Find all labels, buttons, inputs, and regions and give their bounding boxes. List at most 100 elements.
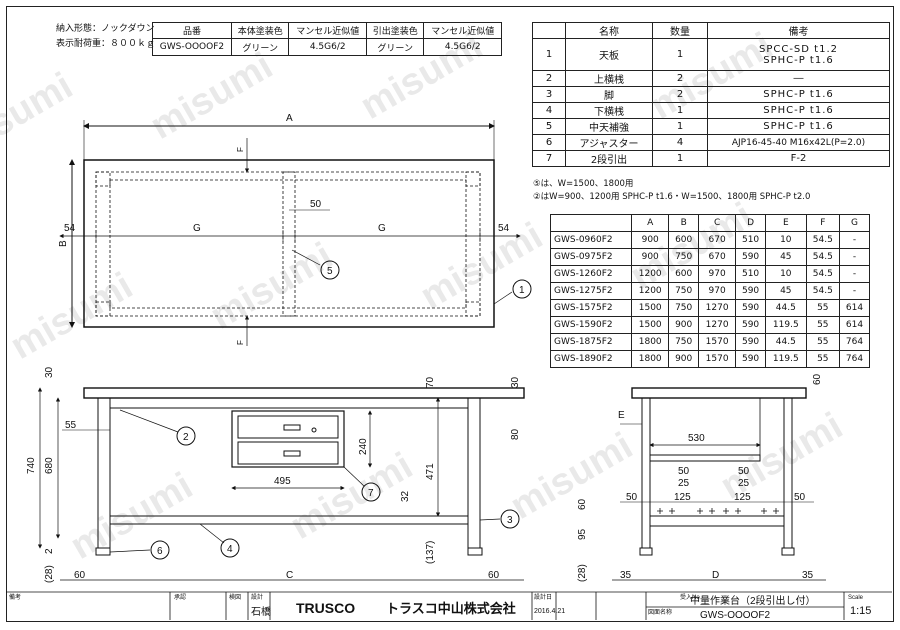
dim-471: 471 — [425, 463, 436, 480]
dim-35-left: 35 — [620, 570, 632, 581]
parts-notes: ⑤は、W=1500、1800用 ②はW=900、1200用 SPHC-P t1.… — [533, 178, 810, 204]
company-name: トラスコ中山株式会社 — [386, 601, 516, 616]
dim-G-right: G — [378, 223, 386, 234]
dim-25a: 25 — [678, 478, 690, 489]
dim-55: 55 — [65, 420, 77, 431]
dim-495: 495 — [274, 476, 291, 487]
dim-680: 680 — [44, 457, 55, 474]
product-name: 中量作業台（2段引出し付） — [690, 594, 816, 607]
dim-60-s: 60 — [577, 498, 588, 510]
remark-label: 備考 — [9, 593, 21, 601]
dim-50: 50 — [310, 199, 322, 210]
dim-value: 119.5 — [765, 350, 807, 368]
dim-80: 80 — [510, 428, 521, 440]
balloon-6: 6 — [157, 546, 163, 557]
dim-25b: 25 — [738, 478, 750, 489]
dim-137: (137) — [425, 541, 436, 564]
dim-value: 590 — [735, 282, 767, 300]
dim-50b: 50 — [738, 466, 750, 477]
dim-2: 2 — [44, 548, 55, 554]
dim-30-right: 30 — [510, 376, 521, 388]
side-view: 530 60 E 50 25 50 25 125 125 50 50 60 95… — [577, 373, 826, 582]
dim-value: 1570 — [698, 350, 737, 368]
dim-125b: 125 — [734, 492, 751, 503]
dim-value: 764 — [839, 350, 870, 368]
dim-35-right: 35 — [802, 570, 814, 581]
dim-54-left: 54 — [64, 223, 76, 234]
dim-125a: 125 — [674, 492, 691, 503]
color-cell: GWS-OOOOF2 — [152, 38, 232, 56]
dim-A: A — [286, 113, 293, 124]
dim-value: 1200 — [631, 282, 670, 300]
dim-60-right: 60 — [488, 570, 500, 581]
dim-530: 530 — [688, 433, 705, 444]
model-code: GWS-1575F2 — [549, 299, 633, 317]
dim-50a: 50 — [678, 466, 690, 477]
dim-B: B — [58, 240, 69, 247]
brand-logo: TRUSCO — [296, 600, 355, 616]
parts-name: 天板 — [565, 38, 653, 71]
drawing-scale: 1:15 — [850, 605, 871, 617]
parts-name: 2段引出 — [565, 150, 653, 167]
design-date: 2016.4.21 — [534, 608, 565, 615]
dim-E: E — [618, 410, 625, 421]
dim-D: D — [712, 570, 719, 581]
check-label: 検図 — [229, 593, 241, 601]
dim-95: 95 — [577, 528, 588, 540]
delivery-form: 納入形態：ノックダウン — [56, 24, 155, 34]
design-date-label: 設計日 — [534, 593, 552, 601]
dim-50-left: 50 — [626, 492, 638, 503]
dim-F-bottom: F — [236, 340, 245, 345]
dim-28-front: (28) — [44, 565, 55, 583]
dim-value: 55 — [805, 350, 841, 368]
color-table: 品番 本体塗装色 マンセル近似値 引出塗装色 マンセル近似値 GWS-OOOOF… — [152, 22, 502, 56]
load-capacity: 表示耐荷重：８００ｋｇ — [56, 39, 156, 49]
front-view: 740 680 30 55 2 (28) 60 C 60 495 240 471… — [26, 366, 525, 583]
balloon-4: 4 — [227, 544, 233, 555]
balloon-7: 7 — [368, 488, 374, 499]
delivery-notes: 納入形態：ノックダウン 表示耐荷重：８００ｋｇ — [56, 22, 155, 52]
dim-70: 70 — [425, 376, 436, 388]
dim-740: 740 — [26, 457, 37, 474]
color-cell: 4.5G6/2 — [423, 38, 502, 56]
dim-C: C — [286, 570, 293, 581]
dim-60-side: 60 — [812, 373, 823, 385]
color-cell: グリーン — [230, 38, 290, 56]
balloon-3: 3 — [507, 515, 513, 526]
parts-note: ⑤は、W=1500、1800用 — [533, 179, 634, 189]
approve-label: 承認 — [174, 593, 186, 601]
parts-no: 1 — [532, 38, 566, 71]
dim-54-right: 54 — [498, 223, 510, 234]
drawing-number: GWS-OOOOF2 — [700, 610, 770, 621]
scale-label: Scale — [848, 595, 864, 601]
balloon-1: 1 — [519, 285, 525, 296]
parts-remark: F-2 — [707, 150, 890, 167]
plan-view: A B 54 G G 54 50 F F 1 5 — [58, 113, 532, 346]
customer-label: 受入No — [680, 593, 700, 601]
parts-qty: 1 — [652, 38, 708, 71]
designer-name: 石橋 — [251, 605, 271, 618]
parts-note: ②はW=900、1200用 SPHC-P t1.6・W=1500、1800用 S… — [533, 192, 811, 202]
dim-240: 240 — [358, 438, 369, 455]
drawing-name-label: 図面名称 — [648, 608, 672, 616]
balloon-5: 5 — [327, 266, 333, 277]
dim-50-right: 50 — [794, 492, 806, 503]
dim-28-side: (28) — [577, 564, 588, 582]
balloon-2: 2 — [183, 432, 189, 443]
color-cell: 4.5G6/2 — [288, 38, 367, 56]
model-code: GWS-1890F2 — [549, 350, 633, 368]
title-block — [6, 591, 892, 620]
dim-F-top: F — [236, 147, 245, 152]
drawing-frame — [6, 6, 894, 622]
dim-value: 590 — [735, 350, 767, 368]
